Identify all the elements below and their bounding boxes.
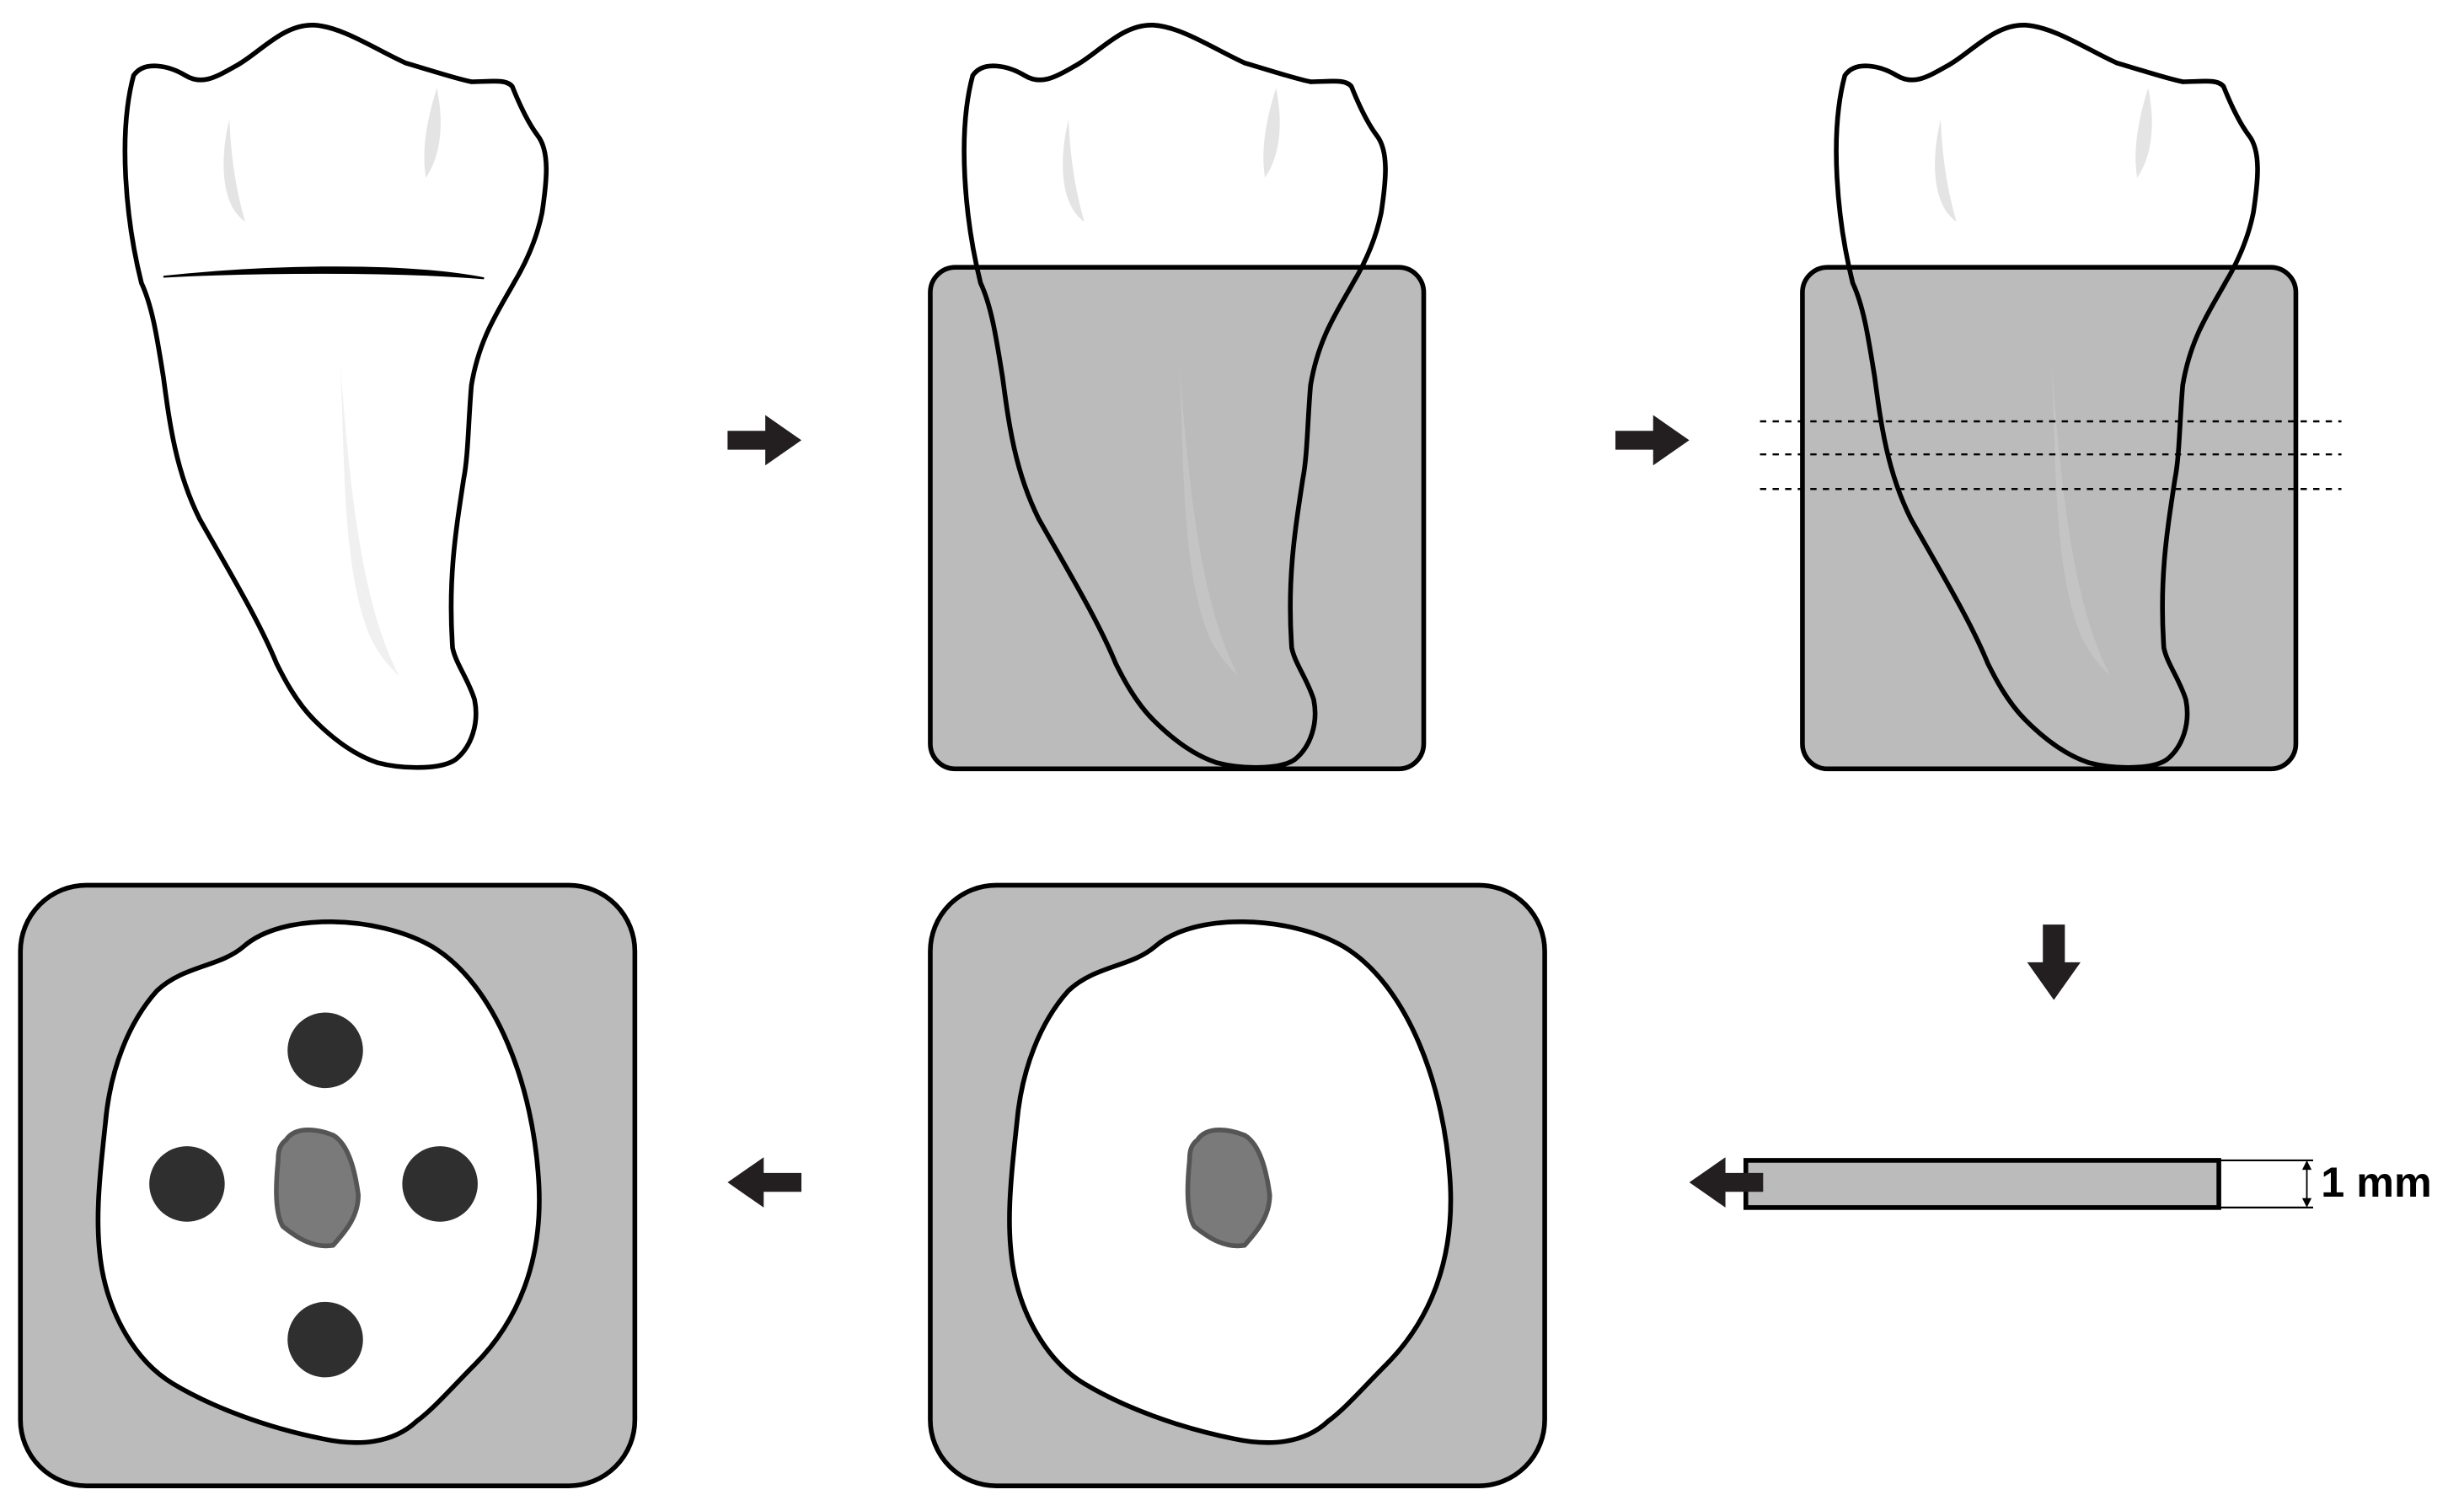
extracted-tooth: [125, 25, 546, 768]
thickness-label: 1 mm: [2321, 1158, 2432, 1206]
cross-section-with-four-dots: [18, 882, 638, 1488]
root-cross-section: [928, 882, 1547, 1488]
root-canal: [274, 1128, 361, 1249]
right-arrow-icon: [1615, 415, 1690, 466]
measurement-dot: [402, 1146, 478, 1222]
measurement-dot: [287, 1301, 363, 1378]
one-mm-slice: 1 mm: [1743, 1158, 2432, 1210]
left-arrow-icon: [727, 1157, 802, 1208]
resin-block: [1800, 265, 2299, 772]
left-arrow-icon: [1689, 1157, 1764, 1208]
cementoenamel-junction-line: [163, 266, 485, 280]
resin-block: [928, 265, 1427, 772]
root-canal: [1185, 1128, 1272, 1249]
measurement-dot: [287, 1012, 363, 1089]
tooth-embedded-in-resin: [928, 25, 1427, 772]
down-arrow-icon: [2027, 924, 2081, 1000]
right-arrow-icon: [727, 415, 802, 466]
measurement-dot: [149, 1146, 225, 1222]
tooth-block-with-cut-lines: [1760, 25, 2342, 772]
thickness-dimension-icon: [2301, 1160, 2312, 1208]
tooth-slice: [1743, 1158, 2221, 1210]
